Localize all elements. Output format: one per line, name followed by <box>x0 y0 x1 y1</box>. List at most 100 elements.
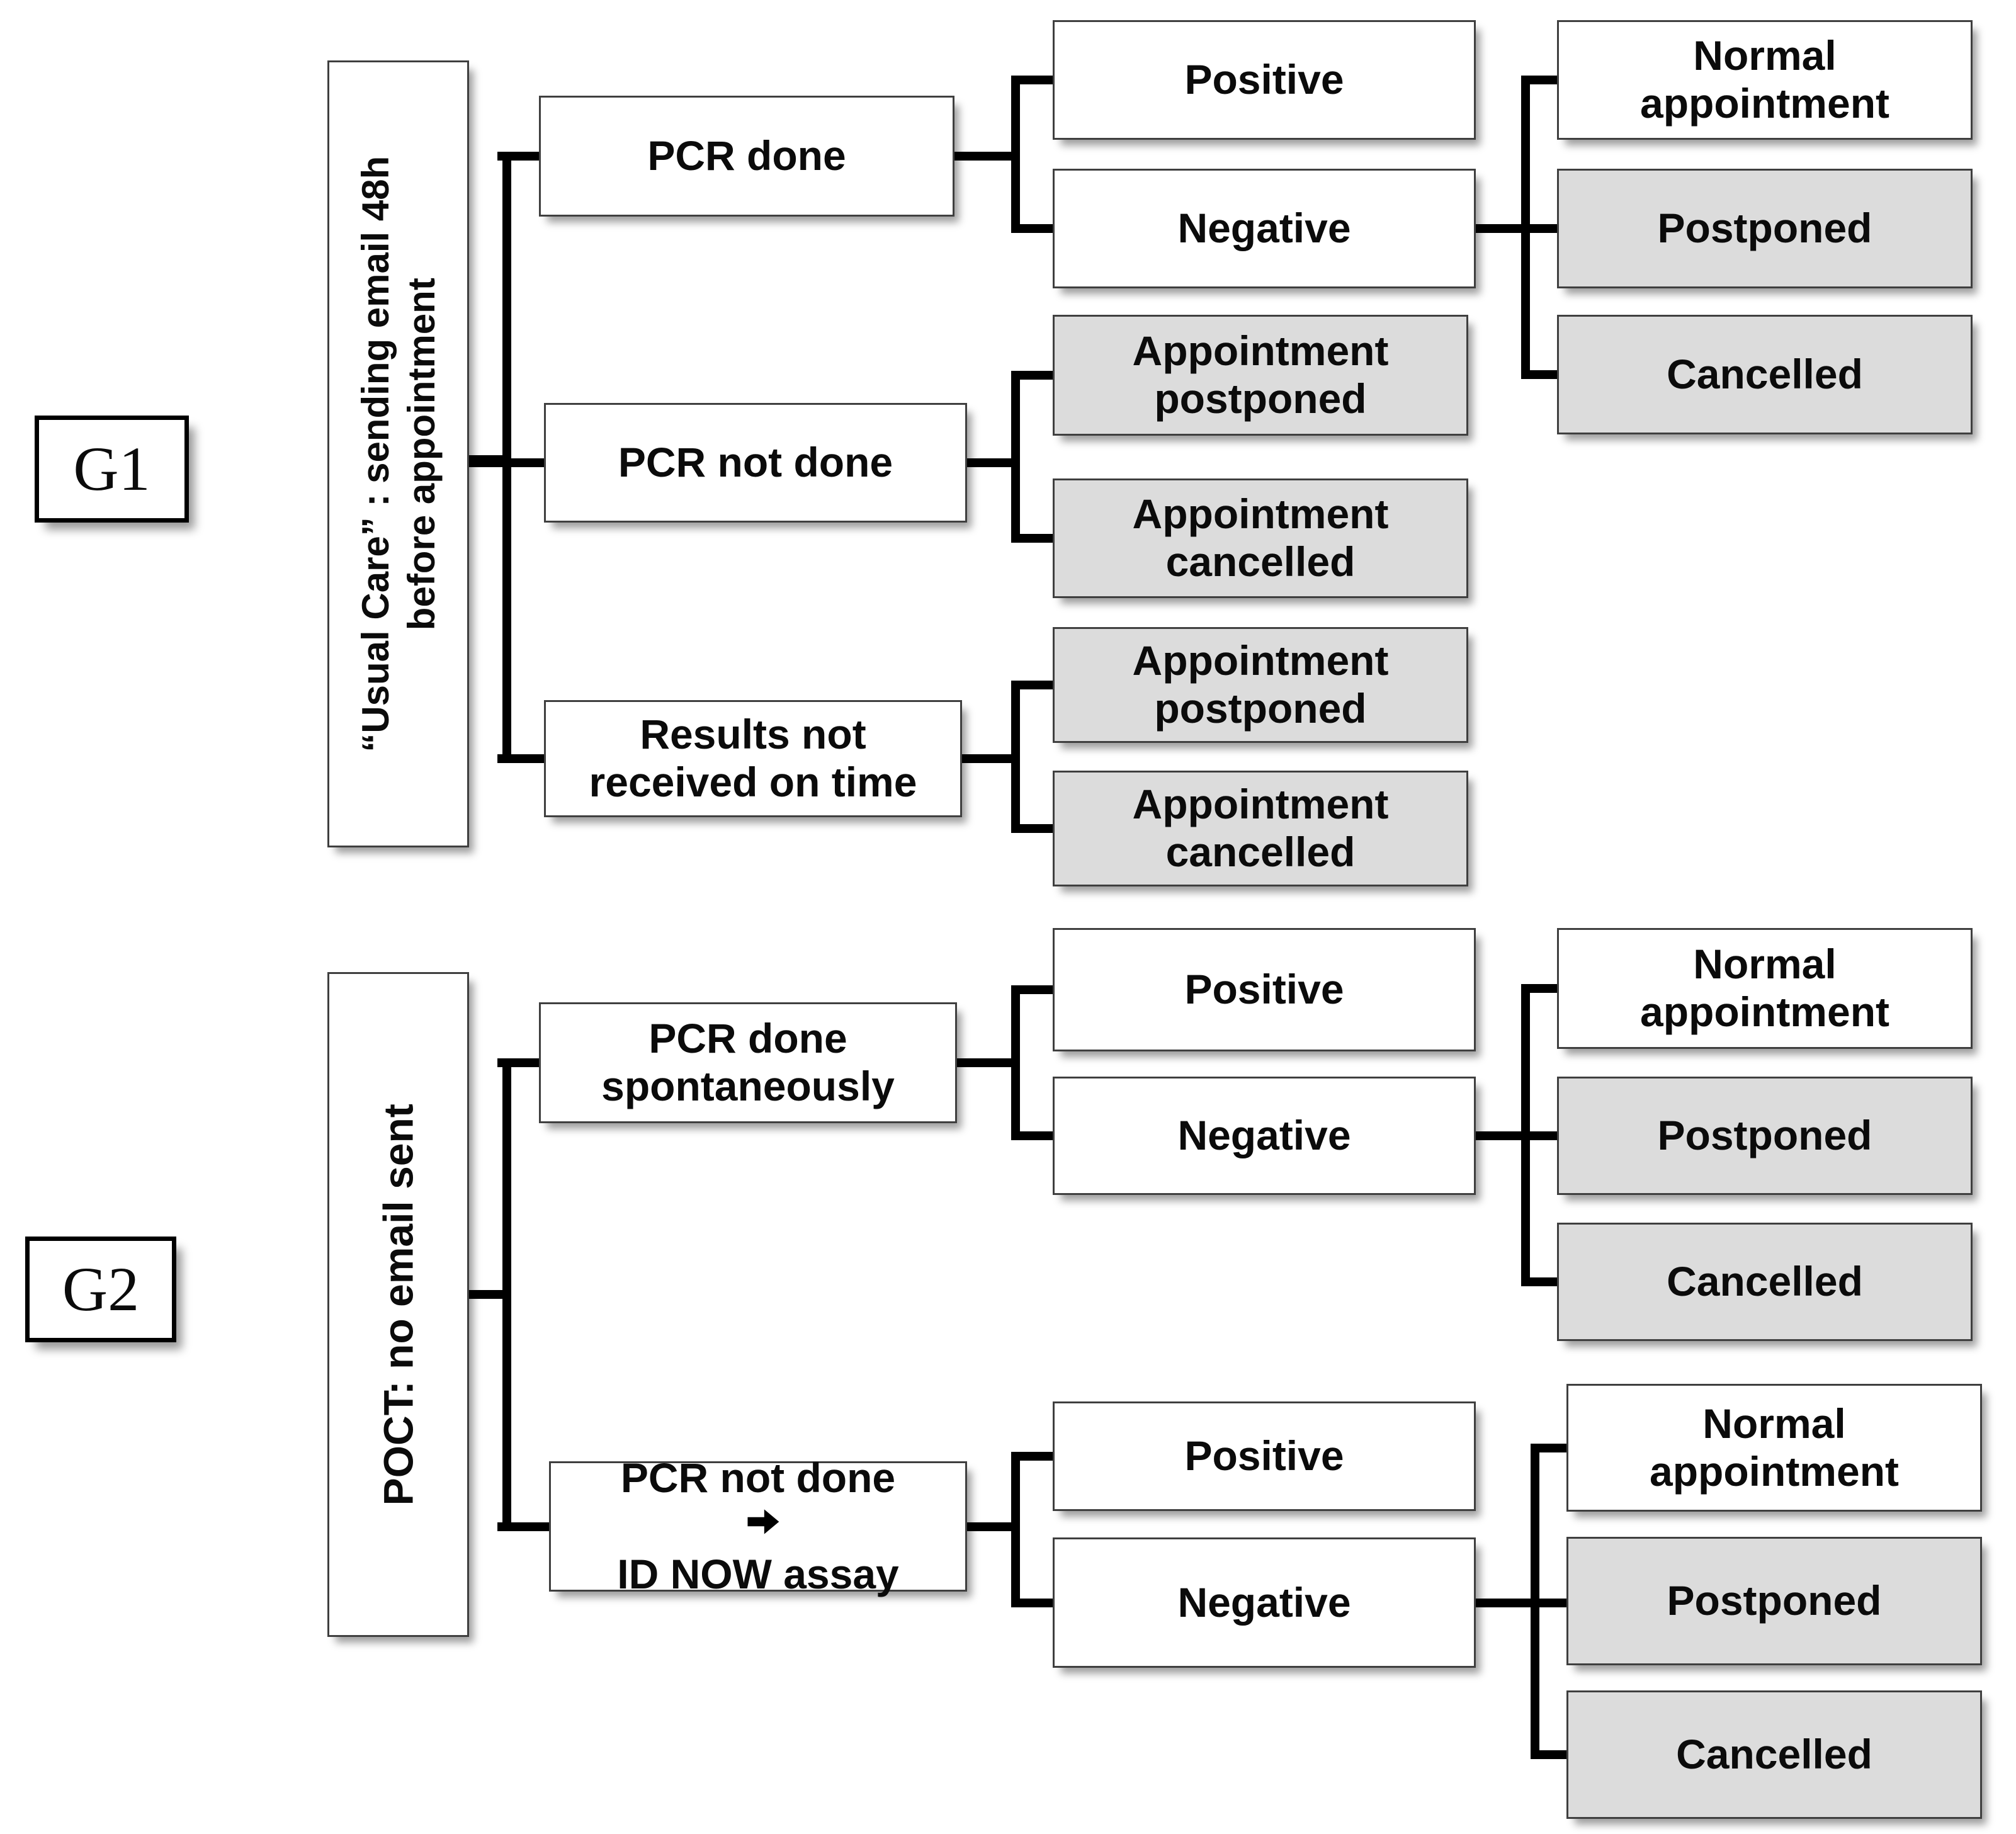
node-g1-appointment-postponed-b-line1: Appointment <box>1132 637 1389 684</box>
node-g1-positive-label: Positive <box>1184 56 1344 103</box>
connector-segment <box>1011 1452 1020 1607</box>
connector-segment <box>1011 534 1053 543</box>
connector-segment <box>1011 985 1020 1140</box>
connector-segment <box>1521 370 1557 379</box>
connector-segment <box>967 458 1020 467</box>
node-g2-b2-normal-line1: Normal <box>1702 1400 1846 1447</box>
connector-segment <box>1011 371 1053 380</box>
node-g1-normal-appointment: Normal appointment <box>1557 20 1973 140</box>
connector-segment <box>1011 681 1020 833</box>
node-g2-b2-postponed-label: Postponed <box>1667 1577 1882 1624</box>
node-g1-cancelled: Cancelled <box>1557 315 1973 434</box>
node-g2-b2-negative-label: Negative <box>1177 1578 1351 1626</box>
connector-segment <box>967 1522 1020 1531</box>
node-g1-positive: Positive <box>1053 20 1476 140</box>
connector-segment <box>497 1058 539 1067</box>
connector-segment <box>1521 984 1557 993</box>
connector-segment <box>954 152 1020 161</box>
node-g2-pcr-done-line2: spontaneously <box>601 1063 895 1109</box>
node-g2-pcr-not-done-idnow: PCR not done ID NOW assay <box>549 1454 967 1597</box>
node-g2-pcr-not-done-line1: PCR not done <box>621 1454 895 1551</box>
node-g1-results-not-received: Results not received on time <box>544 700 962 817</box>
g1-condition-line2: before appointment <box>400 278 443 631</box>
node-g1-results-line1: Results not <box>640 711 866 758</box>
node-g1-appointment-cancelled-a-line2: cancelled <box>1165 538 1356 585</box>
group-label-g2: G2 <box>25 1237 176 1342</box>
node-g2-b2-cancelled: Cancelled <box>1566 1690 1982 1819</box>
node-g2-pcr-not-done-text: PCR not done <box>620 1454 896 1501</box>
node-g1-appointment-cancelled-a: Appointment cancelled <box>1053 478 1468 598</box>
node-g2-b1-cancelled-label: Cancelled <box>1667 1258 1863 1305</box>
node-g1-appointment-postponed-b: Appointment postponed <box>1053 627 1468 743</box>
g2-condition-box: POCT: no email sent <box>327 972 469 1637</box>
node-g1-pcr-not-done-label: PCR not done <box>618 439 893 486</box>
node-g1-negative: Negative <box>1053 169 1476 288</box>
group-label-g1: G1 <box>35 416 189 523</box>
connector-segment <box>1011 824 1053 833</box>
connector-segment <box>469 1290 511 1299</box>
node-g2-pcr-not-done-line2: ID NOW assay <box>617 1551 899 1598</box>
connector-segment <box>1476 1131 1530 1140</box>
connector-segment <box>1476 1599 1539 1607</box>
node-g1-pcr-done: PCR done <box>539 96 954 217</box>
node-g1-appointment-postponed-b-line2: postponed <box>1154 685 1367 732</box>
connector-segment <box>1011 224 1053 233</box>
g1-condition-text: “Usual Care” : sending email 48h before … <box>352 60 444 847</box>
connector-segment <box>1521 224 1557 233</box>
g2-condition-line: POCT: no email sent <box>375 1103 422 1506</box>
node-g2-b1-negative-label: Negative <box>1177 1112 1351 1159</box>
node-g2-b1-cancelled: Cancelled <box>1557 1223 1973 1341</box>
node-g1-appointment-cancelled-b: Appointment cancelled <box>1053 771 1468 886</box>
node-g2-b1-postponed: Postponed <box>1557 1077 1973 1195</box>
node-g1-pcr-not-done: PCR not done <box>544 403 967 523</box>
connector-segment <box>1521 1277 1557 1286</box>
node-g1-negative-label: Negative <box>1177 205 1351 252</box>
connector-segment <box>957 1058 1020 1067</box>
g1-condition-line1: “Usual Care” : sending email 48h <box>354 156 397 752</box>
connector-segment <box>502 1058 511 1531</box>
connector-segment <box>497 1522 549 1531</box>
connector-segment <box>497 754 544 763</box>
node-g1-cancelled-label: Cancelled <box>1667 351 1863 398</box>
node-g1-normal-appointment-line1: Normal <box>1693 32 1837 79</box>
node-g2-b1-normal-line2: appointment <box>1640 988 1889 1035</box>
connector-segment <box>469 458 544 467</box>
connector-segment <box>1011 371 1020 543</box>
connector-segment <box>1476 224 1530 233</box>
node-g1-results-line2: received on time <box>589 759 917 805</box>
node-g1-appointment-cancelled-b-line1: Appointment <box>1132 781 1389 828</box>
node-g2-b1-positive-label: Positive <box>1184 966 1344 1013</box>
connector-segment <box>502 152 511 763</box>
node-g2-b2-negative: Negative <box>1053 1537 1476 1668</box>
node-g2-b1-negative: Negative <box>1053 1077 1476 1195</box>
group-label-g1-text: G1 <box>73 434 150 504</box>
node-g1-appointment-postponed-a: Appointment postponed <box>1053 315 1468 436</box>
connector-segment <box>1531 1750 1566 1759</box>
node-g2-b2-postponed: Postponed <box>1566 1537 1982 1665</box>
node-g2-b2-positive-label: Positive <box>1184 1432 1344 1480</box>
node-g1-appointment-postponed-a-line2: postponed <box>1154 375 1367 422</box>
connector-segment <box>1531 1444 1566 1452</box>
connector-segment <box>1531 1599 1566 1607</box>
connector-segment <box>1011 1131 1053 1140</box>
node-g1-postponed-label: Postponed <box>1657 205 1872 252</box>
node-g2-b2-normal-appointment: Normal appointment <box>1566 1384 1982 1512</box>
node-g1-appointment-cancelled-a-line1: Appointment <box>1132 490 1389 538</box>
node-g2-b2-positive: Positive <box>1053 1401 1476 1511</box>
node-g2-b1-normal-line1: Normal <box>1693 941 1837 988</box>
connector-segment <box>1011 681 1053 689</box>
node-g1-postponed: Postponed <box>1557 169 1973 288</box>
node-g2-b1-positive: Positive <box>1053 928 1476 1051</box>
node-g2-b2-normal-line2: appointment <box>1650 1447 1899 1495</box>
right-arrow-icon <box>747 1509 779 1534</box>
node-g2-pcr-done-line1: PCR done <box>648 1015 847 1062</box>
node-g2-b1-postponed-label: Postponed <box>1657 1112 1872 1159</box>
connector-segment <box>1011 985 1053 994</box>
connector-segment <box>1011 1599 1053 1607</box>
node-g1-pcr-done-label: PCR done <box>647 132 846 179</box>
node-g2-pcr-done-spontaneously: PCR done spontaneously <box>539 1002 957 1123</box>
connector-segment <box>1521 1131 1557 1140</box>
g1-condition-box: “Usual Care” : sending email 48h before … <box>327 60 469 847</box>
node-g2-b1-normal-appointment: Normal appointment <box>1557 928 1973 1049</box>
